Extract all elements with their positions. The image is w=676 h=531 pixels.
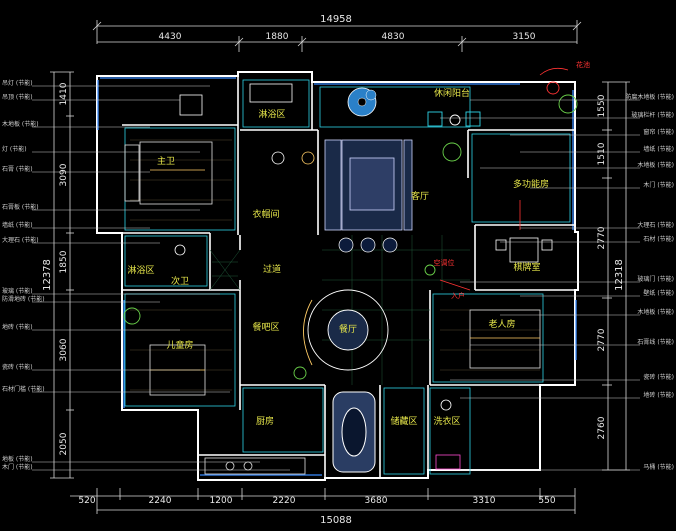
right-dim-1: 1550 <box>597 94 607 117</box>
left-leader-lines <box>32 85 290 471</box>
right-total-dimension: 12318 <box>614 259 625 291</box>
plant-icons <box>123 81 578 380</box>
label-multipurpose: 多功能房 <box>513 178 549 190</box>
balcony-round-table <box>347 87 377 117</box>
left-dim-2: 3090 <box>59 163 69 186</box>
left-dim-4: 3060 <box>59 338 69 361</box>
right-annotation-label: 窗帘 (节能) <box>643 128 674 136</box>
label-garden: 花池 <box>576 60 590 69</box>
right-leader-lines <box>440 99 640 471</box>
right-dim-3: 2770 <box>597 226 607 249</box>
label-bar: 餐吧区 <box>252 321 279 333</box>
right-annotation-label: 石材 (节能) <box>643 235 674 243</box>
label-storage: 储藏区 <box>390 415 417 427</box>
top-total-dimension: 14958 <box>320 14 352 25</box>
left-dim-3: 1850 <box>59 250 69 273</box>
left-annotations: 吊灯 (节能) 吊顶 (节能) 木地板 (节能) 灯 (节能) 石膏 (节能) 石膏板 (… <box>2 79 45 471</box>
elder-bed <box>469 309 541 369</box>
left-annotation-label: 木门 (节能) <box>2 463 33 471</box>
right-annotation-label: 石膏线 (节能) <box>637 338 674 346</box>
right-dim-5: 2760 <box>597 416 607 439</box>
top-dim-2: 1880 <box>266 32 289 42</box>
label-bath-small: 主卫 <box>157 155 175 167</box>
top-dim-4: 3150 <box>513 32 536 42</box>
left-annotation-label: 吊灯 (节能) <box>2 79 33 87</box>
label-cloakroom: 衣帽间 <box>252 208 279 220</box>
right-annotation-label: 瓷砖 (节能) <box>643 373 674 381</box>
right-annotation-label: 马桶 (节能) <box>643 463 674 471</box>
label-balcony: 休闲阳台 <box>434 87 470 99</box>
left-annotation-label: 石膏 (节能) <box>2 165 33 173</box>
living-sofa-set <box>324 139 413 231</box>
bottom-dim-3: 1200 <box>210 496 233 506</box>
floor-tile-pattern <box>209 235 470 385</box>
living-chairs <box>338 237 398 253</box>
label-entry: 入户 <box>451 291 465 300</box>
balcony-chairs <box>427 111 481 127</box>
right-annotation-label: 大理石 (节能) <box>637 221 674 229</box>
label-elder-bed: 老人房 <box>488 318 515 330</box>
entry-rug <box>332 391 376 473</box>
bottom-dim-6: 3310 <box>473 496 496 506</box>
bottom-dim-5: 3680 <box>365 496 388 506</box>
label-shower2: 淋浴区 <box>127 264 154 276</box>
left-annotation-label: 木地板 (节能) <box>2 120 39 128</box>
label-living: 客厅 <box>411 190 429 202</box>
top-dim-1: 4430 <box>159 32 182 42</box>
bottom-dim-4: 2220 <box>273 496 296 506</box>
right-dim-2: 1510 <box>597 142 607 165</box>
left-dimension-group <box>50 71 74 479</box>
right-annotation-label: 玻璃栏杆 (节能) <box>631 111 674 119</box>
mahjong-table <box>495 237 553 263</box>
left-annotation-label: 灯 (节能) <box>2 145 27 153</box>
dining-table <box>303 289 389 371</box>
label-ac: 空调位 <box>434 258 455 267</box>
right-dim-4: 2770 <box>597 328 607 351</box>
right-annotation-label: 木门 (节能) <box>643 181 674 189</box>
bottom-dimension-group <box>70 488 576 514</box>
kitchen-counter <box>204 457 306 475</box>
label-corridor: 过道 <box>263 263 281 275</box>
left-dim-5: 2050 <box>59 432 69 455</box>
label-kitchen: 厨房 <box>256 415 274 427</box>
top-dim-3: 4830 <box>382 32 405 42</box>
left-annotation-label: 防滑地砖 (节能) <box>2 295 45 303</box>
interior-walls <box>122 76 575 480</box>
right-annotation-label: 地砖 (节能) <box>643 391 674 399</box>
label-kids-room: 儿童房 <box>166 339 193 351</box>
right-annotation-label: 防腐木地板 (节能) <box>625 93 674 101</box>
left-total-dimension: 12378 <box>42 259 53 291</box>
right-annotations: 防腐木地板 (节能) 玻璃栏杆 (节能) 窗帘 (节能) 墙纸 (节能) 木地板 (节能… <box>625 93 674 471</box>
bottom-dim-2: 2240 <box>149 496 172 506</box>
red-marks <box>439 67 569 291</box>
left-annotation-label: 地砖 (节能) <box>2 323 33 331</box>
label-laundry: 洗衣区 <box>433 415 460 427</box>
bottom-total-dimension: 15088 <box>320 515 352 526</box>
bottom-dim-1: 520 <box>78 496 95 506</box>
left-annotation-label: 墙纸 (节能) <box>2 221 33 229</box>
bath-fixtures <box>174 83 461 470</box>
top-dimension-group <box>92 20 582 52</box>
label-mahjong: 棋牌室 <box>513 261 540 273</box>
label-bathroom: 淋浴区 <box>258 108 285 120</box>
right-annotation-label: 墙纸 (节能) <box>643 145 674 153</box>
left-annotation-label: 瓷砖 (节能) <box>2 363 33 371</box>
master-bed <box>124 141 213 205</box>
right-annotation-label: 木地板 (节能) <box>637 308 674 316</box>
label-dining: 餐厅 <box>339 323 357 335</box>
left-dim-1: 1410 <box>59 82 69 105</box>
left-annotation-label: 吊顶 (节能) <box>2 93 33 101</box>
left-annotation-label: 地板 (节能) <box>2 455 33 463</box>
right-annotation-label: 玻璃门 (节能) <box>637 275 674 283</box>
left-annotation-label: 大理石 (节能) <box>2 236 39 244</box>
left-annotation-label: 石膏板 (节能) <box>2 203 39 211</box>
bottom-dim-7: 550 <box>538 496 555 506</box>
label-guest-bath: 次卫 <box>171 275 189 287</box>
window-lines <box>97 77 577 476</box>
left-annotation-label: 玻璃 (节能) <box>2 287 33 295</box>
left-annotation-label: 石材门槛 (节能) <box>2 385 45 393</box>
right-annotation-label: 壁纸 (节能) <box>643 289 674 297</box>
right-annotation-label: 木地板 (节能) <box>637 161 674 169</box>
